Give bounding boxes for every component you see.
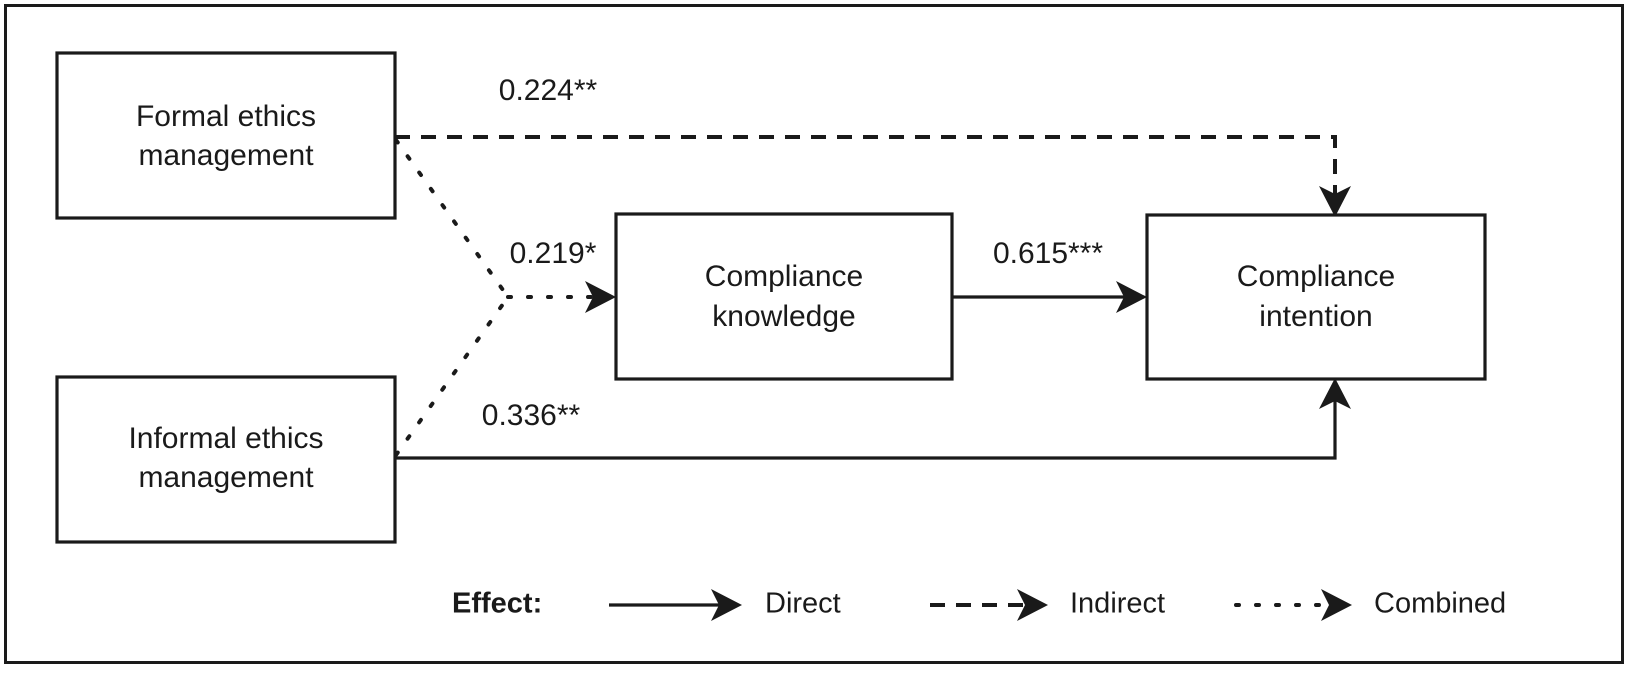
arrow-head-dotted [585, 281, 616, 313]
node-knowledge-label-line1: Compliance [705, 260, 863, 293]
legend-title: Effect: [452, 588, 542, 620]
node-formal-label-line1: Formal ethics [136, 100, 316, 133]
node-informal-label-line1: Informal ethics [128, 422, 323, 455]
legend: Effect: Direct Indirect Combined [452, 588, 1506, 621]
node-compliance-intention[interactable]: Compliance intention [1145, 213, 1487, 381]
arrow-head-solid-middle [1116, 281, 1147, 313]
coefficient-formal-to-intention: 0.224** [499, 74, 598, 107]
arrow-head-dashed [1319, 186, 1351, 217]
legend-arrow-head-solid [711, 589, 742, 621]
legend-item-combined: Combined [1234, 588, 1506, 621]
node-compliance-knowledge[interactable]: Compliance knowledge [614, 212, 954, 381]
legend-item-direct: Direct [609, 588, 841, 621]
node-informal-label-line2: management [138, 461, 314, 494]
legend-label-direct: Direct [765, 588, 841, 620]
legend-arrow-head-dotted [1321, 589, 1352, 621]
node-intention-label-line1: Compliance [1237, 260, 1395, 293]
arrow-head-solid-bottom [1319, 378, 1351, 409]
edge-informal-to-intention [395, 378, 1351, 460]
node-informal-ethics-management[interactable]: Informal ethics management [55, 375, 397, 544]
coefficient-combined-to-knowledge: 0.219* [510, 237, 597, 270]
legend-label-combined: Combined [1374, 588, 1506, 620]
legend-arrow-head-dashed [1017, 589, 1048, 621]
edge-knowledge-to-intention [952, 281, 1147, 313]
edge-formal-to-intention [395, 135, 1351, 217]
legend-label-indirect: Indirect [1070, 588, 1165, 620]
coefficient-knowledge-to-intention: 0.615*** [993, 237, 1103, 270]
coefficient-informal-to-intention: 0.336** [482, 399, 581, 432]
node-knowledge-label-line2: knowledge [712, 300, 855, 333]
legend-item-indirect: Indirect [930, 588, 1165, 621]
node-formal-ethics-management[interactable]: Formal ethics management [55, 51, 397, 220]
node-intention-label-line2: intention [1259, 300, 1372, 333]
edge-combined-to-knowledge [394, 138, 616, 457]
node-formal-label-line2: management [138, 139, 314, 172]
